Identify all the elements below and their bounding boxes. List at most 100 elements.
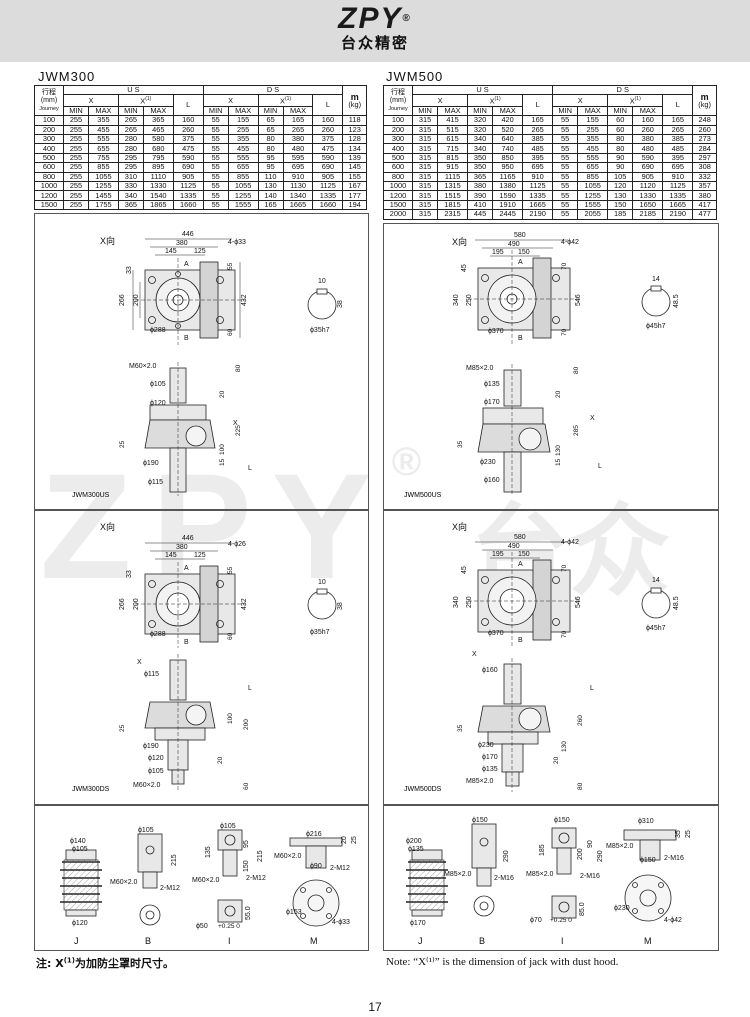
jwm500-us-front-labels: M85×2.0 ϕ135 ϕ170 ϕ230 ϕ160 X L 80 20 28… xyxy=(457,365,602,484)
svg-text:2-M12: 2-M12 xyxy=(160,885,180,892)
brand-logo: ZPY® 台众精密 xyxy=(0,4,750,53)
note-cn: 注: X(1)为加防尘罩时尺寸。 xyxy=(36,956,175,970)
l-header: L xyxy=(662,94,694,117)
panel-acc300 xyxy=(34,804,369,951)
svg-text:ϕ370: ϕ370 xyxy=(488,630,504,637)
table-cell: 315 xyxy=(411,209,439,220)
svg-text:4-ϕ42: 4-ϕ42 xyxy=(561,539,579,546)
svg-text:38: 38 xyxy=(337,300,344,308)
svg-text:ϕ140: ϕ140 xyxy=(70,838,86,845)
acc500-b-label: B xyxy=(479,936,485,946)
table-cell: 255 xyxy=(63,199,89,211)
svg-text:ϕ120: ϕ120 xyxy=(148,755,164,762)
svg-text:35: 35 xyxy=(457,440,464,448)
svg-text:48.5: 48.5 xyxy=(673,294,680,308)
svg-text:ϕ150: ϕ150 xyxy=(640,857,656,864)
svg-text:B: B xyxy=(518,637,523,644)
page-number: 17 xyxy=(368,1000,382,1014)
panel-jwm300-us xyxy=(34,213,369,511)
panel-acc500 xyxy=(383,804,719,951)
svg-text:A: A xyxy=(518,259,523,266)
svg-text:ϕ170: ϕ170 xyxy=(484,399,500,406)
table-cell: 1660 xyxy=(312,199,344,211)
svg-text:20: 20 xyxy=(219,390,226,398)
svg-text:ϕ288: ϕ288 xyxy=(150,631,166,638)
svg-text:2-M16: 2-M16 xyxy=(664,855,684,862)
svg-text:100: 100 xyxy=(219,444,226,455)
stroke-header: 行程(mm)Journey xyxy=(383,84,413,117)
shaft-section xyxy=(307,290,337,320)
svg-text:X: X xyxy=(472,651,477,658)
jwm300-ds-front-labels: X ϕ115 ϕ190 ϕ120 ϕ105 M60×2.0 L 25 100 2… xyxy=(119,659,252,790)
jwm300-us-front-view xyxy=(144,362,216,496)
svg-text:225: 225 xyxy=(235,425,242,436)
svg-text:4-ϕ42: 4-ϕ42 xyxy=(664,917,682,924)
svg-text:60: 60 xyxy=(243,782,250,790)
svg-text:ϕ70: ϕ70 xyxy=(530,917,542,924)
svg-text:55: 55 xyxy=(227,262,234,270)
svg-text:130: 130 xyxy=(561,741,568,752)
svg-text:14: 14 xyxy=(652,577,660,584)
svg-text:4-ϕ33: 4-ϕ33 xyxy=(228,239,246,246)
svg-text:432: 432 xyxy=(241,598,248,610)
svg-text:33: 33 xyxy=(126,570,133,578)
svg-text:45: 45 xyxy=(461,566,468,574)
jwm300-ds-top-view xyxy=(135,542,337,648)
svg-text:ϕ105: ϕ105 xyxy=(72,846,88,853)
svg-text:ϕ105: ϕ105 xyxy=(150,381,166,388)
svg-text:490: 490 xyxy=(508,241,520,248)
svg-text:ϕ200: ϕ200 xyxy=(406,838,422,845)
svg-text:ϕ135: ϕ135 xyxy=(484,381,500,388)
svg-text:80: 80 xyxy=(577,782,584,790)
jwm500-ds-front-view xyxy=(477,658,551,792)
svg-text:285: 285 xyxy=(573,425,580,436)
acc300-item-labels: J B I M xyxy=(74,936,318,946)
jwm500-ds-front-labels: X ϕ160 ϕ230 ϕ170 ϕ135 M85×2.0 L 35 130 2… xyxy=(457,651,594,790)
svg-text:M85×2.0: M85×2.0 xyxy=(466,778,494,785)
svg-text:95: 95 xyxy=(243,840,250,848)
svg-text:490: 490 xyxy=(508,543,520,550)
svg-text:ϕ160: ϕ160 xyxy=(484,477,500,484)
jwm300-ds-front-view xyxy=(144,654,216,790)
svg-text:L: L xyxy=(590,685,594,692)
svg-text:ϕ45h7: ϕ45h7 xyxy=(646,625,666,632)
svg-text:B: B xyxy=(518,335,523,342)
svg-text:ϕ105: ϕ105 xyxy=(148,768,164,775)
svg-text:ϕ216: ϕ216 xyxy=(306,831,322,838)
svg-text:145: 145 xyxy=(165,552,177,559)
stroke-header: 行程(mm)Journey xyxy=(34,84,64,117)
svg-text:M85×2.0: M85×2.0 xyxy=(444,871,472,878)
svg-text:M60×2.0: M60×2.0 xyxy=(129,363,157,370)
svg-text:215: 215 xyxy=(171,854,178,866)
acc500-i-label: I xyxy=(561,936,564,946)
svg-text:60: 60 xyxy=(227,632,234,640)
svg-text:ϕ160: ϕ160 xyxy=(482,667,498,674)
svg-text:ϕ288: ϕ288 xyxy=(150,327,166,334)
acc500-j-label: J xyxy=(418,936,423,946)
ds-header: D S xyxy=(202,84,344,96)
svg-text:35: 35 xyxy=(457,724,464,732)
svg-text:20: 20 xyxy=(217,756,224,764)
x1-header: X(1) xyxy=(257,94,314,107)
svg-text:25: 25 xyxy=(119,440,126,448)
jwm300-us-label: JWM300US xyxy=(72,492,110,499)
table-cell: 477 xyxy=(692,209,717,220)
svg-text:ϕ150: ϕ150 xyxy=(472,817,488,824)
svg-text:185: 185 xyxy=(539,844,546,856)
svg-text:X: X xyxy=(137,659,142,666)
table-cell: 165 xyxy=(257,199,284,211)
svg-text:ϕ50: ϕ50 xyxy=(196,923,208,930)
svg-text:M85×2.0: M85×2.0 xyxy=(606,843,634,850)
panel-jwm500-us xyxy=(383,223,719,511)
svg-text:380: 380 xyxy=(176,544,188,551)
panel-jwm500-ds xyxy=(383,509,719,806)
svg-text:380: 380 xyxy=(176,240,188,247)
